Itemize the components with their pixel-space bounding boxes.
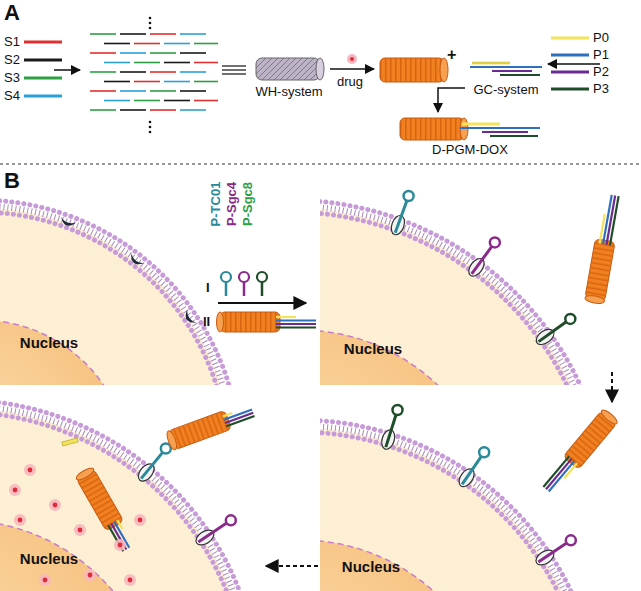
annotation: drug bbox=[337, 74, 363, 89]
probe-name: P-Sgc8 bbox=[240, 182, 255, 226]
node-label: WH-system bbox=[255, 84, 322, 99]
nucleus-region: Nucleus bbox=[4, 334, 94, 351]
strand-name: S3 bbox=[4, 70, 20, 85]
strand-swatch bbox=[23, 38, 63, 46]
legend-item: P3 bbox=[550, 81, 609, 96]
strand-name: P3 bbox=[593, 81, 609, 96]
probe-name: P-TC01 bbox=[208, 182, 223, 227]
strand-swatch bbox=[550, 34, 590, 42]
node-label: Nucleus bbox=[20, 550, 78, 567]
strand-name: P2 bbox=[593, 64, 609, 79]
strand-name: S1 bbox=[4, 34, 20, 49]
strand-name: P1 bbox=[593, 47, 609, 62]
assembly-arrow bbox=[438, 88, 465, 112]
annotation: I bbox=[206, 280, 210, 295]
nanostructure-node: D-PGM-DOX bbox=[395, 112, 545, 157]
nucleus-region: Nucleus bbox=[328, 340, 418, 357]
node-label: Nucleus bbox=[344, 340, 402, 357]
strand-swatch bbox=[23, 92, 63, 100]
nanostructure-node: WH-system bbox=[246, 52, 332, 99]
probe-name: P-Sgc4 bbox=[224, 182, 239, 226]
strand-name: P0 bbox=[593, 30, 609, 45]
strand-name: S2 bbox=[4, 52, 20, 67]
node-label: Nucleus bbox=[342, 558, 400, 575]
annotation: + bbox=[447, 46, 456, 64]
node-label: D-PGM-DOX bbox=[432, 142, 508, 157]
legend-item: P2 bbox=[550, 64, 609, 79]
strand-swatch bbox=[23, 56, 63, 64]
legend-item: S3 bbox=[4, 70, 63, 85]
node-label: GC-system bbox=[474, 82, 539, 97]
nucleus-region: Nucleus bbox=[326, 558, 416, 575]
legend-item: S2 bbox=[4, 52, 63, 67]
strand-swatch bbox=[550, 51, 590, 59]
nanostructure-node: GC-system bbox=[465, 52, 547, 97]
panel-letter: A bbox=[4, 0, 20, 26]
legend-item: S1 bbox=[4, 34, 63, 49]
strand-swatch bbox=[23, 74, 63, 82]
nucleus-region: Nucleus bbox=[4, 550, 94, 567]
node-label: Nucleus bbox=[20, 334, 78, 351]
legend-item: P1 bbox=[550, 47, 609, 62]
strand-name: S4 bbox=[4, 88, 20, 103]
panel-letter: B bbox=[4, 168, 20, 194]
legend-item: S4 bbox=[4, 88, 63, 103]
annotation: II bbox=[203, 314, 210, 329]
strand-swatch bbox=[550, 68, 590, 76]
strand-swatch bbox=[550, 85, 590, 93]
legend-item: P0 bbox=[550, 30, 609, 45]
